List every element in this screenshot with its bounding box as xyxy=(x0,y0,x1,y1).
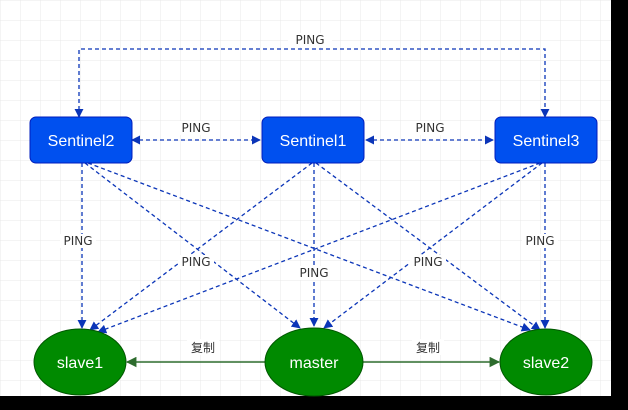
edge-s1-slave2 xyxy=(315,162,541,331)
label-copy-slave1: 复制 xyxy=(191,341,215,355)
edge-s2-master xyxy=(84,162,301,329)
label-s1-master-ping: PING xyxy=(299,266,328,280)
sentinel1-label: Sentinel1 xyxy=(280,133,347,150)
label-s3-master-ping: PING xyxy=(413,255,442,269)
slave2-label: slave2 xyxy=(523,355,569,372)
label-s2-slave1-ping: PING xyxy=(63,234,92,248)
edge-s2-s3-top xyxy=(74,48,550,118)
ping-edges xyxy=(74,48,550,334)
label-s3-slave2-ping: PING xyxy=(525,234,554,248)
label-copy-slave2: 复制 xyxy=(416,341,440,355)
slave1-label: slave1 xyxy=(57,355,103,372)
label-s1-s3-ping: PING xyxy=(415,121,444,135)
sentinel3-label: Sentinel3 xyxy=(513,133,580,150)
sentinel2-node[interactable]: Sentinel2 xyxy=(29,116,133,164)
edge-s3-slave1 xyxy=(97,162,541,334)
master-label: master xyxy=(290,355,340,372)
sentinel1-node[interactable]: Sentinel1 xyxy=(261,116,365,164)
edge-s3-master xyxy=(323,162,543,329)
label-s2-s1-ping: PING xyxy=(181,121,210,135)
slave2-node[interactable]: slave2 xyxy=(499,328,593,396)
label-top-ping: PING xyxy=(295,33,324,47)
sentinel3-node[interactable]: Sentinel3 xyxy=(494,116,598,164)
edge-labels: PING PING PING PING PING PING PING PING … xyxy=(60,33,558,355)
slave1-node[interactable]: slave1 xyxy=(33,328,127,396)
sentinel2-label: Sentinel2 xyxy=(48,133,115,150)
edge-s2-slave2 xyxy=(87,162,531,332)
master-node[interactable]: master xyxy=(264,327,364,397)
label-s2-master-ping: PING xyxy=(181,255,210,269)
edge-s1-slave1 xyxy=(89,162,313,331)
